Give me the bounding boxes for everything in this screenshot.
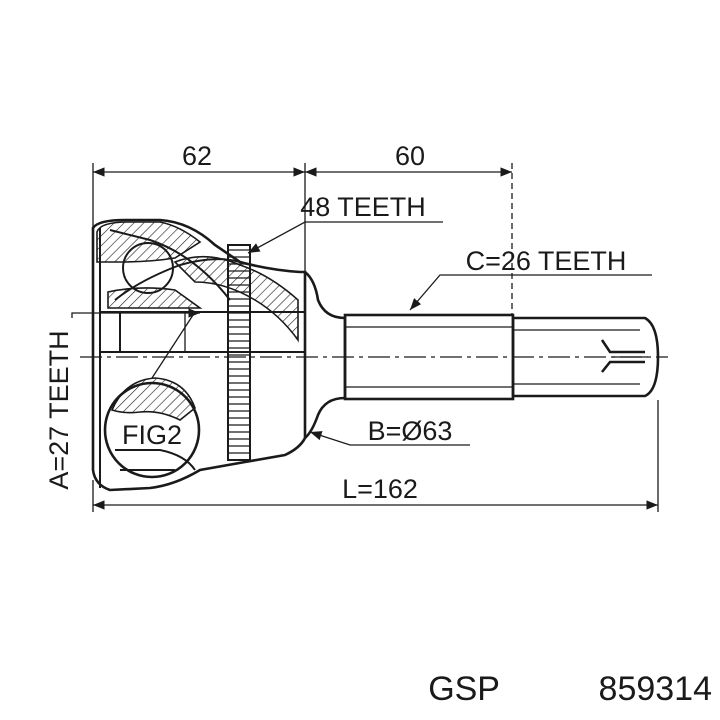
width-60-label: 60 — [395, 141, 425, 171]
spline-a-leader — [71, 308, 200, 318]
part-number: 859314 — [599, 670, 712, 708]
teeth48-leader — [247, 221, 443, 254]
spline-c-label: C=26 TEETH — [466, 246, 627, 276]
abs-ring — [227, 244, 251, 461]
fig2-hatched-ball — [110, 377, 196, 421]
spline-c-leader — [409, 274, 652, 311]
upper-race-section — [173, 255, 299, 343]
fig2-label: FIG2 — [122, 420, 182, 450]
upper-cage-section — [96, 221, 202, 263]
brand-name: GSP — [428, 670, 500, 708]
fig2-leader — [151, 311, 196, 379]
width-62-label: 62 — [182, 141, 212, 171]
top-dimensions — [92, 163, 513, 315]
diameter-b-leader — [309, 431, 470, 446]
upper-ball — [122, 242, 174, 294]
spline-a-label: A=27 TEETH — [44, 330, 74, 489]
diameter-b-label: B=Ø63 — [368, 416, 453, 446]
housing-neck — [304, 270, 347, 439]
overall-length-dimension — [92, 400, 659, 512]
middle-cage-section — [107, 287, 203, 309]
teeth48-label: 48 TEETH — [300, 192, 426, 222]
length-l-label: L=162 — [342, 474, 418, 504]
